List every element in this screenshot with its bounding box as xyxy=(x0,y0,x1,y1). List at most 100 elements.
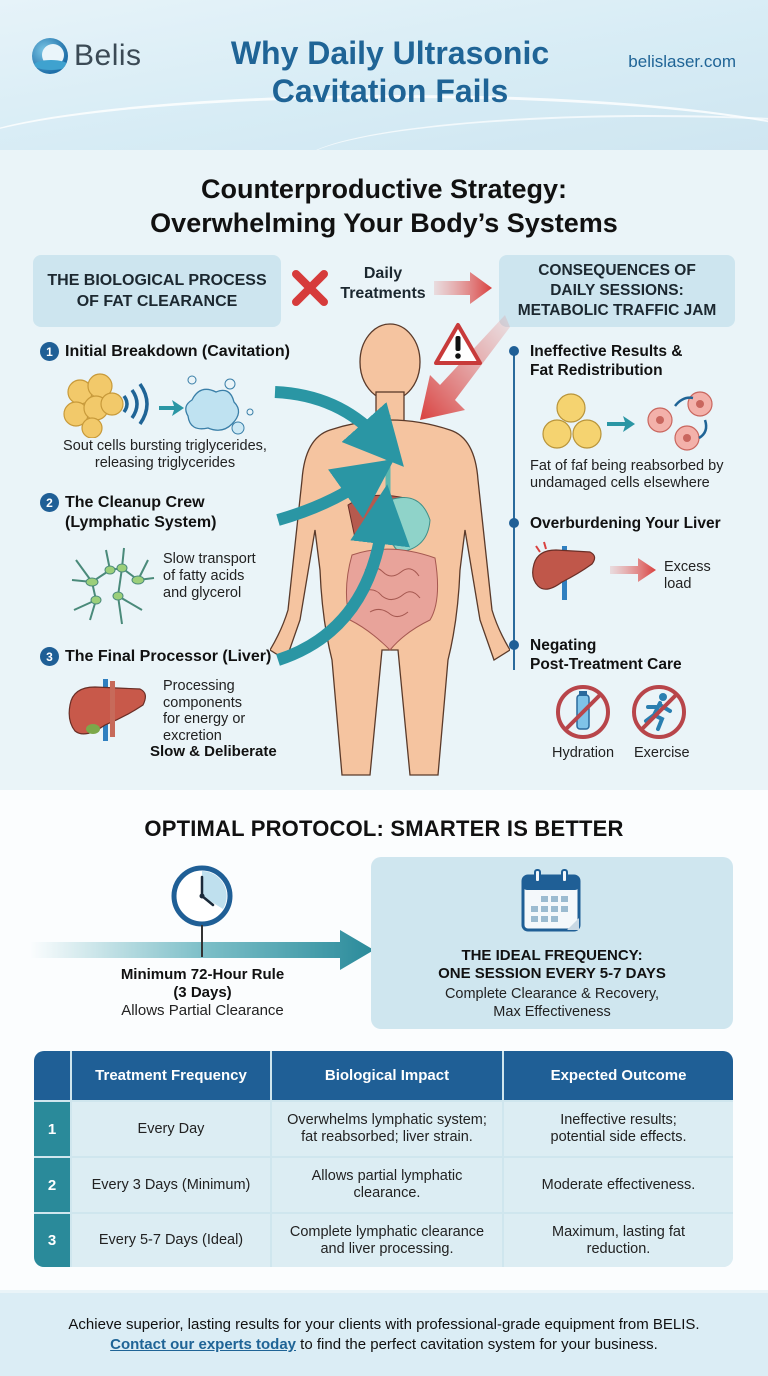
cell-line: Maximum, lasting fat xyxy=(552,1223,685,1240)
caption-line: Processing xyxy=(163,678,235,694)
caption-line: load xyxy=(664,576,692,592)
brand-name: Belis xyxy=(74,39,142,72)
step-title: The Final Processor (Liver) xyxy=(65,648,272,665)
step-2-caption: Slow transport of fatty acids and glycer… xyxy=(163,551,273,602)
step-3-caption: Processing components for energy or excr… xyxy=(163,678,283,744)
footer-cta: Achieve superior, lasting results for yo… xyxy=(0,1293,768,1376)
daily-treatments-label: Daily Treatments xyxy=(330,264,436,304)
biological-process-box: THE BIOLOGICAL PROCESS OF FAT CLEARANCE xyxy=(33,255,281,327)
process-step-2: 2 The Cleanup Crew (Lymphatic System) xyxy=(40,493,216,533)
clock-icon xyxy=(171,865,233,927)
cell-line: reduction. xyxy=(586,1240,651,1257)
header-cell-impact: Biological Impact xyxy=(272,1051,502,1100)
decorative-wave xyxy=(0,95,768,150)
consequence-title-line: Negating xyxy=(530,637,597,654)
footer-text: Achieve superior, lasting results for yo… xyxy=(68,1316,700,1333)
daily-label-line: Daily xyxy=(363,265,403,282)
consequence-1-title: Ineffective Results & Fat Redistribution xyxy=(530,342,682,380)
footer-line-2: Contact our experts today to find the pe… xyxy=(0,1335,768,1355)
ideal-title-line: THE IDEAL FREQUENCY: xyxy=(461,947,643,964)
table-header-row: Treatment Frequency Biological Impact Ex… xyxy=(34,1051,733,1100)
caption-line: for energy or xyxy=(163,711,246,727)
timeline-dot xyxy=(509,518,519,528)
caption-line: components xyxy=(163,694,242,711)
row-number: 2 xyxy=(34,1158,70,1212)
step-title: Initial Breakdown (Cavitation) xyxy=(65,343,290,360)
caption-line: Excess xyxy=(664,559,711,575)
outcome-cell: Moderate effectiveness. xyxy=(504,1158,733,1212)
section-title-line-1: Counterproductive Strategy: xyxy=(200,174,568,204)
consequence-3-title: Negating Post-Treatment Care xyxy=(530,636,682,674)
cell-line: Allows partial lymphatic xyxy=(311,1168,463,1184)
step-title-line: (Lymphatic System) xyxy=(65,514,217,531)
calendar-icon xyxy=(521,869,581,932)
no-running-icon xyxy=(632,685,686,739)
frequency-comparison-table: Treatment Frequency Biological Impact Ex… xyxy=(34,1051,733,1267)
page-title: Why Daily Ultrasonic Cavitation Fails xyxy=(180,34,600,110)
slow-deliberate-label: Slow & Deliberate xyxy=(150,743,277,760)
ideal-title-line: ONE SESSION EVERY 5-7 DAYS xyxy=(438,965,666,982)
step-number-badge: 3 xyxy=(40,647,59,667)
section-title-strategy: Counterproductive Strategy: Overwhelming… xyxy=(0,172,768,240)
excess-load-label: Excess load xyxy=(664,559,734,593)
header-cell-index xyxy=(34,1051,70,1100)
cell-line: Overwhelms lymphatic system; xyxy=(287,1112,487,1128)
header-banner: Belis Why Daily Ultrasonic Cavitation Fa… xyxy=(0,0,768,150)
rule-line: (3 Days) xyxy=(173,984,232,1001)
consequence-2-title: Overburdening Your Liver xyxy=(530,514,721,533)
human-body-illustration xyxy=(270,323,510,776)
caption-line: Sout cells bursting triglycerides, xyxy=(63,438,267,454)
box-label-line: DAILY SESSIONS: xyxy=(550,282,684,299)
frequency-cell: Every 5-7 Days (Ideal) xyxy=(72,1214,270,1267)
consequences-box: CONSEQUENCES OF DAILY SESSIONS: METABOLI… xyxy=(499,255,735,327)
ideal-frequency-subtitle: Complete Clearance & Recovery, Max Effec… xyxy=(371,985,733,1021)
box-label-line: THE BIOLOGICAL PROCESS xyxy=(47,272,267,289)
exercise-label: Exercise xyxy=(634,745,690,761)
table-row: 1 Every Day Overwhelms lymphatic system;… xyxy=(34,1102,733,1156)
contact-experts-link[interactable]: Contact our experts today xyxy=(110,1336,297,1353)
consequences-timeline xyxy=(513,350,515,670)
section-title-protocol: OPTIMAL PROTOCOL: SMARTER IS BETTER xyxy=(144,816,624,841)
cell-line: clearance. xyxy=(353,1185,421,1201)
red-arrow-diagonal-icon xyxy=(420,315,510,420)
hydration-label: Hydration xyxy=(552,745,615,761)
header-cell-frequency: Treatment Frequency xyxy=(72,1051,270,1100)
caption-line: Fat of faf being reabsorbed by xyxy=(530,458,724,474)
caption-line: excretion xyxy=(163,727,222,744)
no-water-bottle-icon xyxy=(556,685,610,739)
consequence-1-caption: Fat of faf being reabsorbed by undamaged… xyxy=(530,458,740,492)
row-number: 1 xyxy=(34,1102,70,1156)
cell-line: and liver processing. xyxy=(320,1240,454,1257)
wave-logo-icon xyxy=(32,38,68,74)
timeline-dot xyxy=(509,346,519,356)
table-row: 2 Every 3 Days (Minimum) Allows partial … xyxy=(34,1158,733,1212)
website-link[interactable]: belislaser.com xyxy=(628,52,736,71)
lymphatic-network-icon xyxy=(71,547,155,625)
caption-line: and glycerol xyxy=(163,585,242,601)
fat-redistribution-icon xyxy=(542,391,713,451)
daily-label-line: Treatments xyxy=(340,285,426,302)
stressed-liver-icon xyxy=(532,541,656,600)
rule-line: Minimum 72-Hour Rule xyxy=(120,966,285,983)
header-cell-outcome: Expected Outcome xyxy=(504,1051,733,1100)
title-line-1: Why Daily Ultrasonic xyxy=(230,35,550,71)
footer-text: to find the perfect cavitation system fo… xyxy=(296,1336,658,1353)
impact-cell: Overwhelms lymphatic system;fat reabsorb… xyxy=(272,1102,502,1156)
box-label-line: METABOLIC TRAFFIC JAM xyxy=(517,302,717,319)
ideal-sub-line: Complete Clearance & Recovery, xyxy=(444,986,660,1002)
liver-icon xyxy=(68,679,146,741)
red-arrow-right-icon xyxy=(434,272,492,304)
row-number: 3 xyxy=(34,1214,70,1267)
minimum-rule-title: Minimum 72-Hour Rule (3 Days) xyxy=(100,966,305,1002)
ideal-sub-line: Max Effectiveness xyxy=(493,1004,611,1020)
step-1-caption: Sout cells bursting triglycerides, relea… xyxy=(40,438,290,472)
brand-logo[interactable]: Belis xyxy=(32,38,142,74)
ideal-frequency-title: THE IDEAL FREQUENCY: ONE SESSION EVERY 5… xyxy=(371,947,733,983)
frequency-cell: Every 3 Days (Minimum) xyxy=(72,1158,270,1212)
timeline-dot xyxy=(509,640,519,650)
caption-line: Slow transport xyxy=(163,551,256,567)
